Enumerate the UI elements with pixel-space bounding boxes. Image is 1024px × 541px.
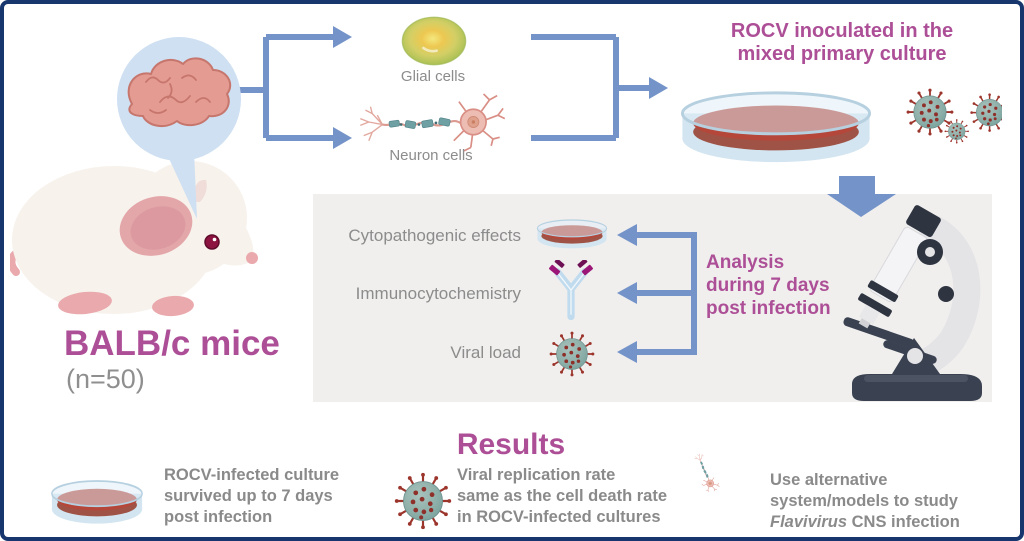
mouse-icon xyxy=(10,161,258,317)
microscope-icon xyxy=(843,205,982,401)
neuron-icon xyxy=(344,88,516,156)
petri-dish-icon xyxy=(678,88,874,166)
analysis-row-label-cpe: Cytopathogenic effects xyxy=(348,226,521,245)
neuron-icon xyxy=(692,452,768,541)
analysis-row-label-icc: Immunocytochemistry xyxy=(355,284,521,303)
result-item-1: ROCV-infected culture survived up to 7 d… xyxy=(164,466,340,526)
result-item-2: Viral replication rate same as the cell … xyxy=(457,466,668,526)
cells-merge-bracket xyxy=(531,34,650,141)
analysis-caption: Analysis during 7 days post infection xyxy=(706,252,831,319)
glial-cell-icon xyxy=(394,12,474,70)
inoculation-title: ROCV inoculated in the mixed primary cul… xyxy=(730,20,954,65)
flavivirus-italic: Flavivirus xyxy=(770,513,848,531)
brain-icon xyxy=(127,57,232,128)
virus-cluster-icon xyxy=(876,82,1002,148)
results-title: Results xyxy=(456,428,566,461)
antibody-icon xyxy=(546,260,596,322)
glial-cells-label: Glial cells xyxy=(400,68,466,85)
petri-dish-icon xyxy=(50,478,144,526)
arrow-to-culture xyxy=(649,77,668,99)
arrow-to-glial xyxy=(333,26,352,48)
mouse-strain-label: BALB/c mice xyxy=(64,324,280,363)
virus-icon xyxy=(394,472,452,530)
result-item-3: Use alternative system/models to study F… xyxy=(770,471,960,531)
virus-icon xyxy=(549,331,595,377)
petri-dish-icon xyxy=(536,218,608,250)
neuron-cells-label: Neuron cells xyxy=(389,147,473,164)
analysis-row-label-viral-load: Viral load xyxy=(450,343,521,362)
mouse-with-brain-illustration xyxy=(10,37,258,317)
mouse-count-label: (n=50) xyxy=(66,364,145,394)
